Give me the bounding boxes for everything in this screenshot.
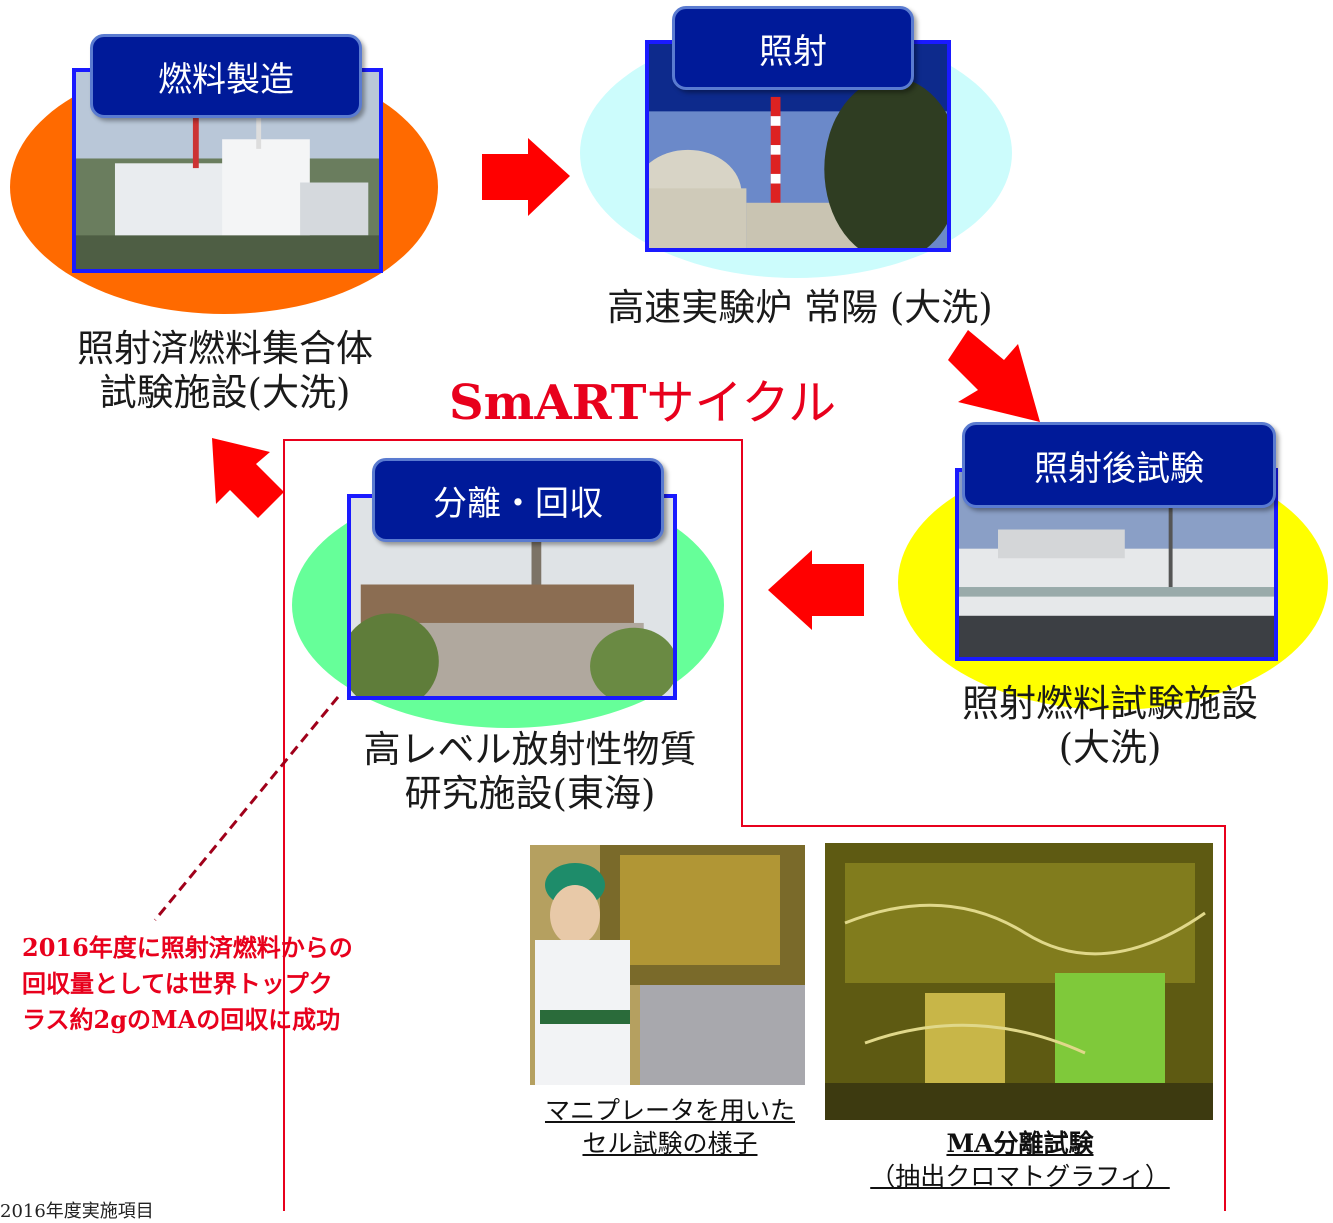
arrow-right-icon [482, 138, 570, 216]
arrow-left-icon [768, 550, 864, 630]
tab-separation-recovery: 分離・回収 [372, 458, 664, 542]
fuel-facility-caption: 照射済燃料集合体 試験施設(大洗) [77, 327, 373, 414]
arrow-up-left-icon [212, 438, 284, 518]
separation-facility-photo [347, 494, 677, 700]
separation-facility-caption: 高レベル放射性物質 研究施設(東海) [363, 728, 697, 815]
arrow-down-icon [948, 330, 1040, 422]
manipulator-caption: マニプレータを用いた セル試験の様子 [544, 1096, 795, 1158]
tab-post-irradiation-exam: 照射後試験 [962, 422, 1276, 508]
reactor-caption: 高速実験炉 常陽 (大洗) [607, 286, 993, 329]
footer-label: 2016年度実施項目 [0, 1201, 154, 1222]
tab-fuel-fabrication: 燃料製造 [90, 34, 362, 118]
ma-separation-caption: MA分離試験 （抽出クロマトグラフィ） [870, 1129, 1170, 1191]
ma-separation-test-photo [825, 843, 1213, 1120]
manipulator-cell-test-photo [530, 845, 805, 1085]
tab-irradiation: 照射 [672, 6, 914, 90]
pie-facility-caption: 照射燃料試験施設 (大洗) [962, 682, 1258, 769]
achievement-note: 2016年度に照射済燃料からの 回収量としては世界トップク ラス約2gのMAの回… [22, 933, 353, 1034]
smart-cycle-title: SmARTサイクル [449, 375, 837, 431]
